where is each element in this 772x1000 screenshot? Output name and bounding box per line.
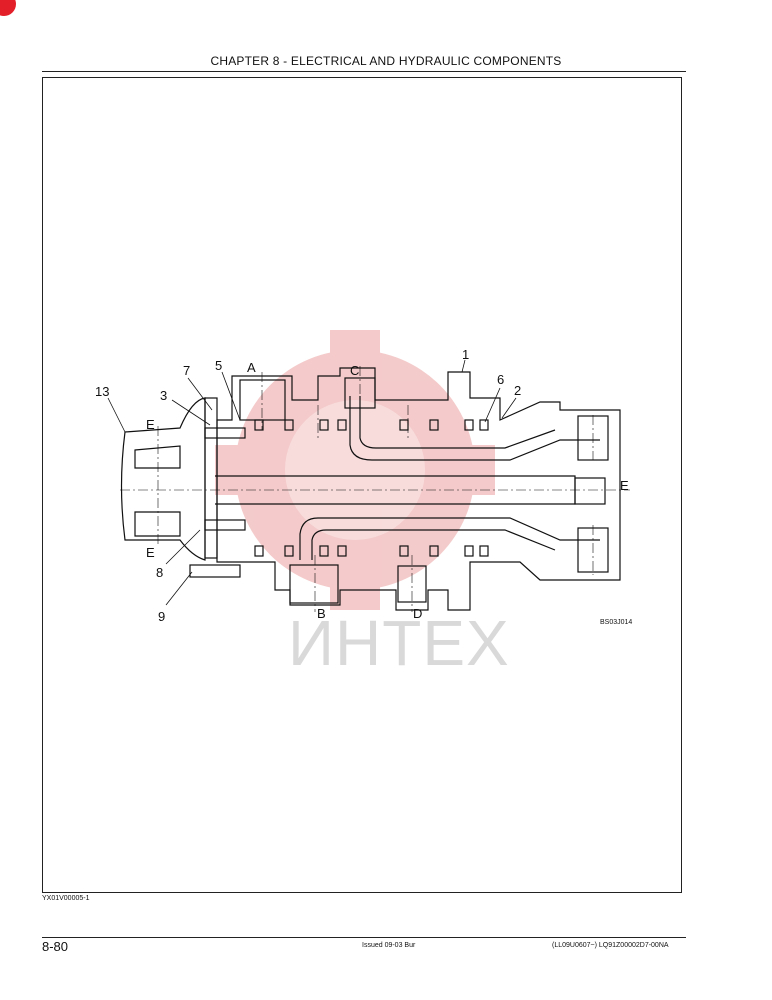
- figure-reference-code: BS03J014: [600, 619, 633, 626]
- port-e-right: [574, 477, 606, 505]
- callout-1: 1: [462, 347, 470, 362]
- figure-id: YX01V00005-1: [42, 895, 90, 902]
- bolts: [189, 427, 246, 578]
- callout-6: 6: [497, 372, 505, 387]
- issue-text: Issued 09-03 Bur: [362, 942, 416, 949]
- passage-c-inner: [359, 396, 556, 449]
- figure-frame: [42, 77, 682, 893]
- passage-b-inner: [311, 529, 556, 560]
- serial-text: (LL09U0607~) LQ91Z00002D7-00NA: [552, 942, 669, 949]
- port-label-e-bottom: E: [146, 545, 155, 560]
- callout-5: 5: [215, 358, 223, 373]
- centerlines: [120, 366, 630, 612]
- chapter-header: CHAPTER 8 - ELECTRICAL AND HYDRAULIC COM…: [210, 54, 562, 68]
- port-label-e-top: E: [146, 417, 155, 432]
- callout-13: 13: [95, 384, 110, 399]
- callout-2: 2: [514, 383, 522, 398]
- watermark-text: ИНТЕХ: [288, 607, 510, 679]
- page-number: 8-80: [42, 939, 69, 954]
- passage-b: [299, 517, 600, 560]
- watermark-logo-hole: [285, 400, 425, 540]
- leader-lines: [107, 359, 517, 606]
- callout-8: 8: [156, 565, 164, 580]
- flange-housing: [120, 397, 206, 561]
- callout-3: 3: [160, 388, 168, 403]
- port-b: [289, 564, 339, 604]
- callout-9: 9: [158, 609, 166, 624]
- port-label-a: A: [247, 360, 256, 375]
- callout-7: 7: [183, 363, 191, 378]
- port-label-e-right: E: [620, 478, 629, 493]
- header-rule: [42, 71, 686, 72]
- port-label-b: B: [317, 606, 326, 621]
- port-label-d: D: [413, 606, 423, 621]
- footer-rule: [42, 937, 686, 938]
- passage-c: [349, 396, 600, 461]
- port-label-c: C: [350, 363, 360, 378]
- port-d: [397, 565, 427, 603]
- corner-mark: [0, 0, 16, 16]
- flange-inner: [134, 445, 181, 537]
- rotor-body: [216, 367, 621, 611]
- seal-row-lower: [254, 545, 489, 557]
